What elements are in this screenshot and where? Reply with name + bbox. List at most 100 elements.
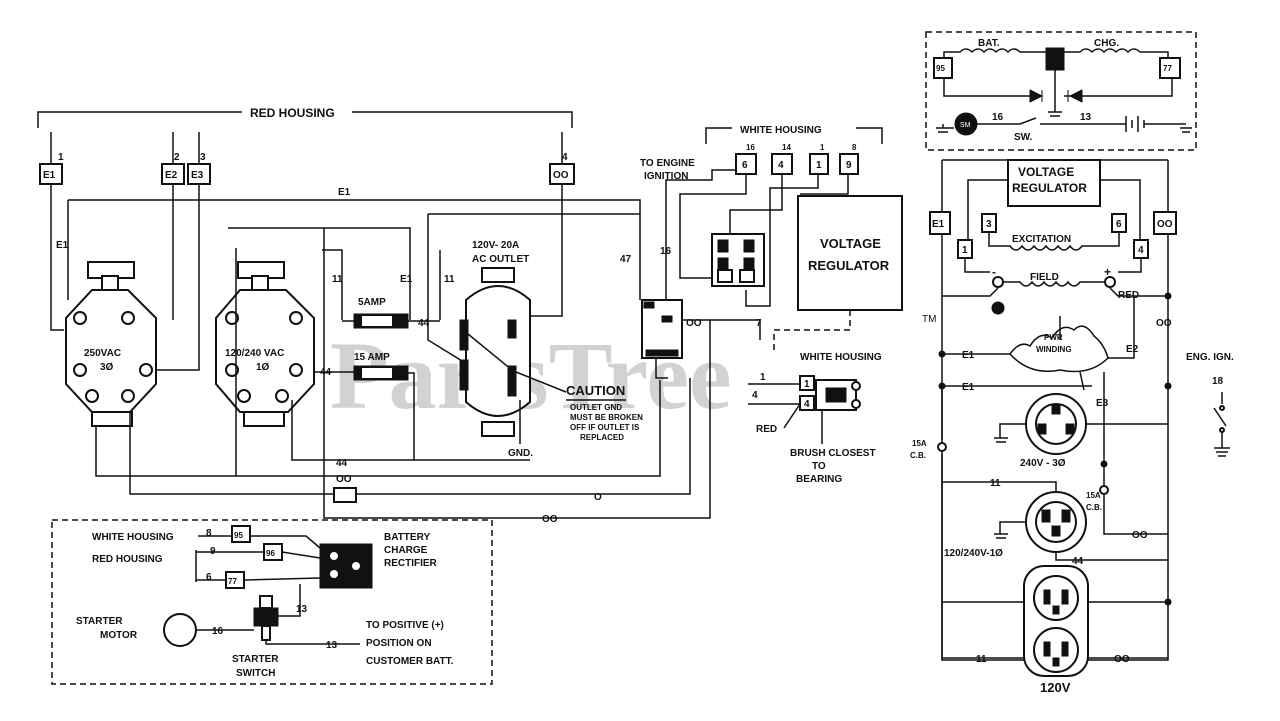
wire-red bbox=[783, 403, 801, 429]
battery-coils bbox=[943, 48, 1169, 58]
terminal-label: E2 bbox=[165, 170, 178, 181]
brush-symbol bbox=[991, 301, 1005, 315]
terminal-label: 3 bbox=[986, 219, 992, 230]
outlet-label: 120V bbox=[1040, 680, 1071, 695]
terminal-label: 4 bbox=[778, 160, 784, 171]
receptacle-label: 250VAC bbox=[84, 348, 121, 359]
terminal-number: 1 bbox=[820, 143, 825, 152]
wire-label: 16 bbox=[992, 112, 1004, 123]
fuse-label: 15 AMP bbox=[354, 352, 390, 363]
diode-right bbox=[1067, 89, 1083, 103]
wire-label: 6 bbox=[206, 572, 212, 583]
power-winding bbox=[1009, 316, 1109, 373]
voltage-regulator-right bbox=[1007, 159, 1101, 207]
battery-symbol bbox=[1125, 116, 1192, 133]
bat-label: BAT. bbox=[978, 38, 1000, 49]
battery-note: POSITION ON bbox=[366, 638, 432, 649]
terminal-number: 14 bbox=[782, 143, 791, 152]
starter-switch-label: SWITCH bbox=[236, 668, 275, 679]
wire-label: OO bbox=[1132, 530, 1148, 541]
wire-label: 11 bbox=[332, 274, 343, 285]
terminal-label: 6 bbox=[1116, 219, 1122, 230]
wire-label: 44 bbox=[336, 458, 348, 469]
caution-title: CAUTION bbox=[566, 383, 625, 398]
wire-label: OO bbox=[542, 514, 558, 525]
fuse-15amp: 15 AMP bbox=[314, 352, 415, 460]
wire-e1-mid bbox=[228, 227, 411, 320]
wire-00b-bottom bbox=[323, 228, 711, 519]
terminal-label: 95 bbox=[234, 531, 243, 540]
starter-switch-label: STARTER bbox=[232, 654, 279, 665]
rectifier-label: RECTIFIER bbox=[384, 558, 438, 569]
trademark-text: TM bbox=[922, 314, 936, 325]
winding-label: WINDING bbox=[1036, 345, 1072, 354]
ignition-module bbox=[641, 299, 683, 359]
terminal-label: 6 bbox=[742, 160, 748, 171]
brush-note: BEARING bbox=[796, 474, 842, 485]
ground-sm bbox=[936, 124, 954, 133]
wire-00-right bbox=[1103, 464, 1168, 535]
receptacle-phase: 3Ø bbox=[100, 362, 114, 373]
reg-wires bbox=[967, 179, 1141, 240]
fuse-label: 5AMP bbox=[358, 297, 386, 308]
wire-e1-top bbox=[68, 199, 641, 220]
e3-tag bbox=[333, 487, 357, 503]
battery-note: TO POSITIVE (+) bbox=[366, 620, 444, 631]
terminal-label: 1 bbox=[816, 160, 822, 171]
wire-label: OO bbox=[686, 318, 702, 329]
terminal-label: E1 bbox=[932, 219, 945, 230]
terminal-77 bbox=[1159, 57, 1181, 79]
wire-label: 11 bbox=[976, 654, 987, 665]
wire-16-13 bbox=[977, 117, 1126, 125]
wire-label: E1 bbox=[962, 382, 975, 393]
red-label: RED bbox=[756, 424, 777, 435]
voltage-regulator-label: VOLTAGE bbox=[820, 236, 881, 251]
brush-assembly bbox=[815, 379, 861, 411]
caution-line: MUST BE BROKEN bbox=[570, 413, 643, 422]
diode-wires bbox=[943, 70, 1173, 97]
voltage-regulator-label: REGULATOR bbox=[808, 258, 890, 273]
wire-1-4 bbox=[748, 383, 800, 405]
red-housing-terminal-e1: 1 E1 bbox=[39, 152, 64, 185]
white-housing-label: WHITE HOUSING bbox=[92, 532, 174, 543]
battery-charge-rectifier bbox=[243, 535, 373, 589]
eng-ign-label: 18 bbox=[1212, 376, 1224, 387]
red-housing-label: RED HOUSING bbox=[250, 106, 335, 120]
terminal-95 bbox=[231, 525, 251, 543]
circuit-breaker-left bbox=[937, 442, 947, 452]
caution-line: OUTLET GND bbox=[570, 403, 622, 412]
terminal-label: OO bbox=[553, 170, 569, 181]
receptacle-phase: 1Ø bbox=[256, 362, 270, 373]
wire-label: 44 bbox=[320, 367, 332, 378]
eng-ign-label: ENG. IGN. bbox=[1186, 352, 1234, 363]
terminal-e1-right bbox=[929, 211, 951, 235]
right-section: BAT. CHG. 95 77 SM 16 SW. 13 VOLTAGE REG… bbox=[910, 31, 1234, 695]
wire-label: 16 bbox=[212, 626, 224, 637]
wire-label: 8 bbox=[206, 528, 212, 539]
terminal-oo-right bbox=[1153, 211, 1177, 235]
white-housing-label: WHITE HOUSING bbox=[740, 125, 822, 136]
excitation-label: EXCITATION bbox=[1012, 234, 1071, 245]
receptacle-120-240v-1ph bbox=[994, 491, 1087, 553]
voltage-regulator-box bbox=[797, 195, 903, 311]
caution-line: OFF IF OUTLET IS bbox=[570, 423, 640, 432]
wire-oo-top bbox=[520, 132, 563, 317]
wire-oo-bottom bbox=[235, 248, 661, 477]
field-label: FIELD bbox=[1030, 272, 1059, 283]
starter-charge-section: WHITE HOUSING 8 95 RED HOUSING 9 96 6 77… bbox=[51, 519, 493, 685]
rectifier-label: BATTERY bbox=[384, 532, 430, 543]
battery-charge-box bbox=[925, 31, 1197, 151]
terminal-label: 1 bbox=[962, 245, 968, 256]
sm-label: SM bbox=[960, 122, 971, 129]
starter-dashed-box bbox=[51, 519, 493, 685]
battery-note: CUSTOMER BATT. bbox=[366, 656, 454, 667]
brush-note: BRUSH CLOSEST bbox=[790, 448, 876, 459]
ground-label: GND. bbox=[508, 448, 533, 459]
wire-label: 11 bbox=[990, 478, 1001, 489]
white-housing-lower-label: WHITE HOUSING bbox=[800, 352, 882, 363]
wire-term1 bbox=[745, 174, 819, 307]
receptacle-label: 240V - 3Ø bbox=[1020, 458, 1066, 469]
field-terminal-pos bbox=[1104, 276, 1116, 288]
receptacle-120-240vac-1ph: 120/240 VAC 1Ø bbox=[215, 261, 315, 427]
terminal-label: 77 bbox=[1163, 64, 1172, 73]
